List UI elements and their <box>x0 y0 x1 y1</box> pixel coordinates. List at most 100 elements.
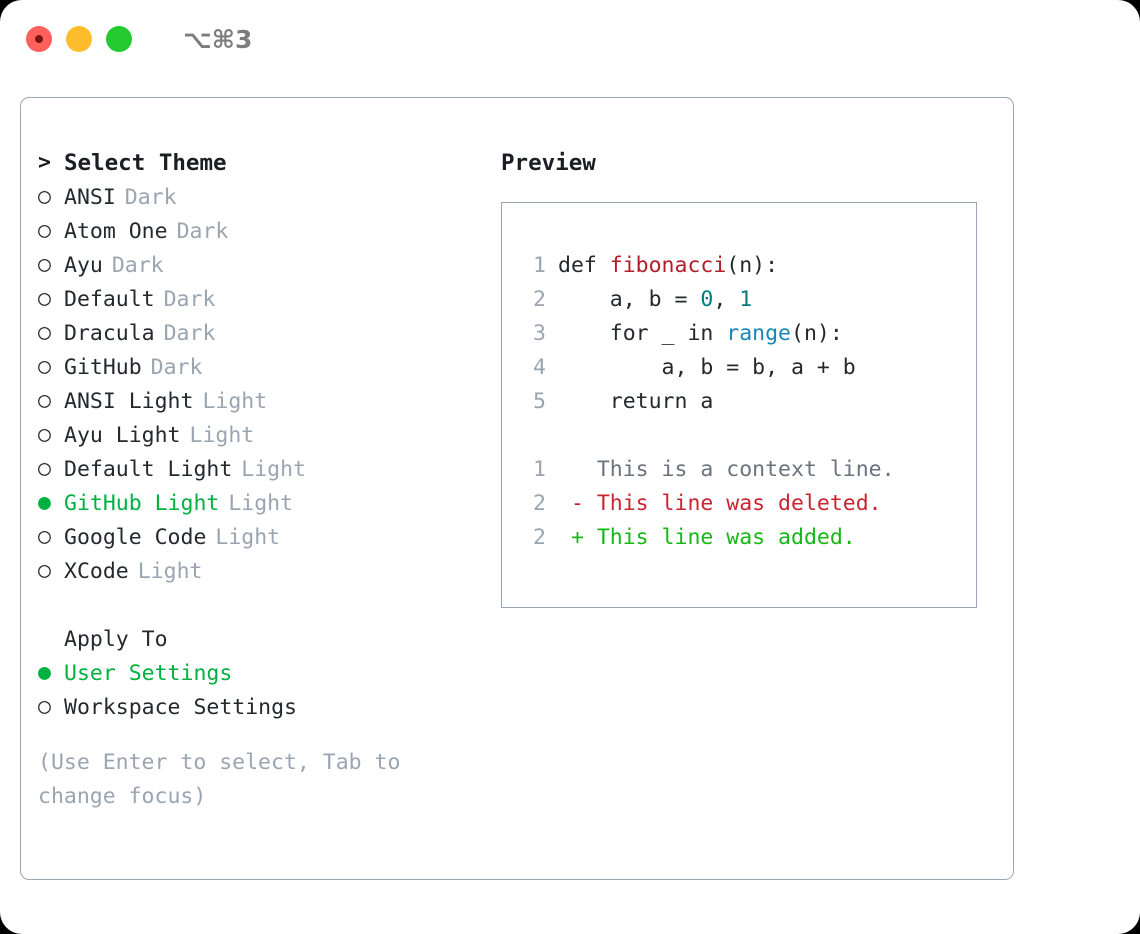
apply-to-option-workspace-settings[interactable]: ○Workspace Settings <box>38 690 488 724</box>
diff-line: 2 + This line was added. <box>502 520 976 554</box>
code-token: a, b = b, a + b <box>558 354 856 380</box>
theme-name: GitHub Light <box>64 490 220 516</box>
theme-name: Dracula <box>64 320 155 346</box>
code-token: return a <box>558 388 714 414</box>
theme-option-ayu-light[interactable]: ○ Ayu Light Light <box>38 418 488 452</box>
diff-line: 2 - This line was deleted. <box>502 486 976 520</box>
theme-variant-tag: Dark <box>111 252 164 278</box>
line-number: 1 <box>533 252 546 278</box>
theme-option-ansi-light[interactable]: ○ ANSI Light Light <box>38 384 488 418</box>
keyboard-hint: (Use Enter to select, Tab to change focu… <box>38 750 401 809</box>
radio-unselected-icon: ○ <box>38 456 51 482</box>
code-token: - This line was deleted. <box>558 490 882 516</box>
radio-unselected-icon: ○ <box>38 524 51 550</box>
theme-name: Google Code <box>64 524 207 550</box>
theme-name: Ayu Light <box>64 422 181 448</box>
radio-unselected-icon: ○ <box>38 218 51 244</box>
theme-option-default-light[interactable]: ○ Default Light Light <box>38 452 488 486</box>
code-line: 2 a, b = 0, 1 <box>502 282 976 316</box>
radio-unselected-icon: ○ <box>38 558 51 584</box>
code-token: fibonacci <box>609 252 727 278</box>
line-number: 4 <box>533 354 546 380</box>
radio-unselected-icon: ○ <box>38 320 51 346</box>
line-number: 1 <box>533 456 546 482</box>
code-token: 1 <box>739 286 753 312</box>
apply-to-heading: Apply To <box>38 622 488 656</box>
theme-variant-tag: Dark <box>150 354 203 380</box>
code-line: 4 a, b = b, a + b <box>502 350 976 384</box>
theme-name: Ayu <box>64 252 103 278</box>
list-spacer <box>38 588 488 622</box>
minimize-button[interactable] <box>66 26 92 52</box>
code-line: 5 return a <box>502 384 976 418</box>
code-token: 0 <box>700 286 714 312</box>
radio-unselected-icon: ○ <box>38 694 51 720</box>
theme-variant-tag: Light <box>202 388 268 414</box>
code-token: def <box>558 252 610 278</box>
theme-variant-tag: Dark <box>163 286 216 312</box>
theme-variant-tag: Dark <box>163 320 216 346</box>
line-number: 2 <box>533 286 546 312</box>
theme-name: ANSI <box>64 184 116 210</box>
radio-unselected-icon: ○ <box>38 388 51 414</box>
theme-variant-tag: Dark <box>176 218 229 244</box>
theme-name: Default <box>64 286 155 312</box>
theme-variant-tag: Light <box>189 422 255 448</box>
code-token: (n): <box>791 320 843 346</box>
theme-name: ANSI Light <box>64 388 194 414</box>
select-theme-heading: > Select Theme <box>38 146 488 180</box>
diff-sample: 1 This is a context line.2 - This line w… <box>502 452 976 554</box>
radio-unselected-icon: ○ <box>38 252 51 278</box>
window-controls <box>26 26 132 52</box>
theme-option-github-light[interactable]: ● GitHub Light Light <box>38 486 488 520</box>
theme-option-default[interactable]: ○ Default Dark <box>38 282 488 316</box>
radio-unselected-icon: ○ <box>38 286 51 312</box>
theme-variant-tag: Light <box>241 456 307 482</box>
theme-option-google-code[interactable]: ○ Google Code Light <box>38 520 488 554</box>
apply-to-label: Apply To <box>64 626 168 652</box>
theme-name: Atom One <box>64 218 168 244</box>
code-token: (n): <box>726 252 779 278</box>
theme-option-dracula[interactable]: ○ Dracula Dark <box>38 316 488 350</box>
preview-heading: Preview <box>501 150 596 176</box>
cursor-arrow-icon: > <box>38 150 51 176</box>
code-token: , <box>713 286 740 312</box>
code-token: for _ in <box>558 320 727 346</box>
apply-to-list: ● User Settings ○Workspace Settings <box>38 656 488 724</box>
code-token: a, b = <box>558 286 701 312</box>
keyboard-shortcut-label: ⌥⌘3 <box>183 24 253 54</box>
apply-to-label-text: User Settings <box>64 660 233 686</box>
radio-unselected-icon: ○ <box>38 422 51 448</box>
page-title: Select Theme <box>64 150 227 176</box>
code-line: 1 def fibonacci(n): <box>502 248 976 282</box>
close-button[interactable] <box>26 26 52 52</box>
theme-variant-tag: Light <box>215 524 281 550</box>
theme-name: Default Light <box>64 456 233 482</box>
theme-option-atom-one[interactable]: ○ Atom One Dark <box>38 214 488 248</box>
radio-selected-icon: ● <box>38 490 51 516</box>
code-line: 3 for _ in range(n): <box>502 316 976 350</box>
line-number: 2 <box>533 524 546 550</box>
line-number: 3 <box>533 320 546 346</box>
apply-to-option-user-settings[interactable]: ● User Settings <box>38 656 488 690</box>
maximize-button[interactable] <box>106 26 132 52</box>
line-number: 2 <box>533 490 546 516</box>
code-token: + This line was added. <box>558 524 856 550</box>
titlebar: ⌥⌘3 <box>0 0 1140 78</box>
line-number: 5 <box>533 388 546 414</box>
theme-variant-tag: Light <box>228 490 294 516</box>
code-token: range <box>726 320 792 346</box>
radio-unselected-icon: ○ <box>38 354 51 380</box>
theme-variant-tag: Dark <box>124 184 177 210</box>
radio-selected-icon: ● <box>38 660 51 686</box>
theme-option-ayu[interactable]: ○ Ayu Dark <box>38 248 488 282</box>
